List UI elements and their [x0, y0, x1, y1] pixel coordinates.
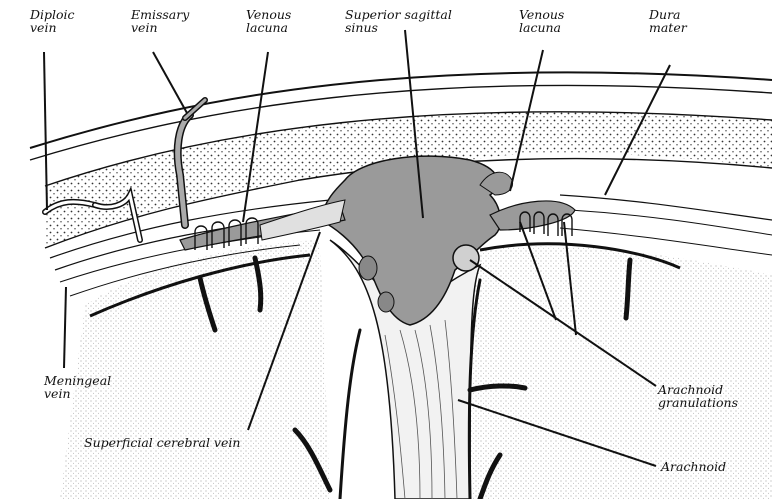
label-arachnoid: Arachnoid: [661, 460, 726, 473]
label-superior-sagittal-sinus: Superior sagittal sinus: [345, 8, 452, 34]
label-emissary-vein: Emissary vein: [131, 8, 189, 34]
label-venous-lacuna-left: Venous lacuna: [246, 8, 291, 34]
label-diploic-vein: Diploic vein: [30, 8, 75, 34]
label-dura-mater: Dura mater: [649, 8, 687, 34]
label-venous-lacuna-right: Venous lacuna: [519, 8, 564, 34]
leader-emissary-vein: [153, 52, 187, 113]
label-meningeal-vein: Meningeal vein: [44, 374, 111, 400]
label-arachnoid-granulations: Arachnoid granulations: [658, 383, 738, 409]
label-superficial-cerebral-vein: Superficial cerebral vein: [84, 436, 240, 449]
leader-meningeal-vein: [64, 287, 66, 368]
